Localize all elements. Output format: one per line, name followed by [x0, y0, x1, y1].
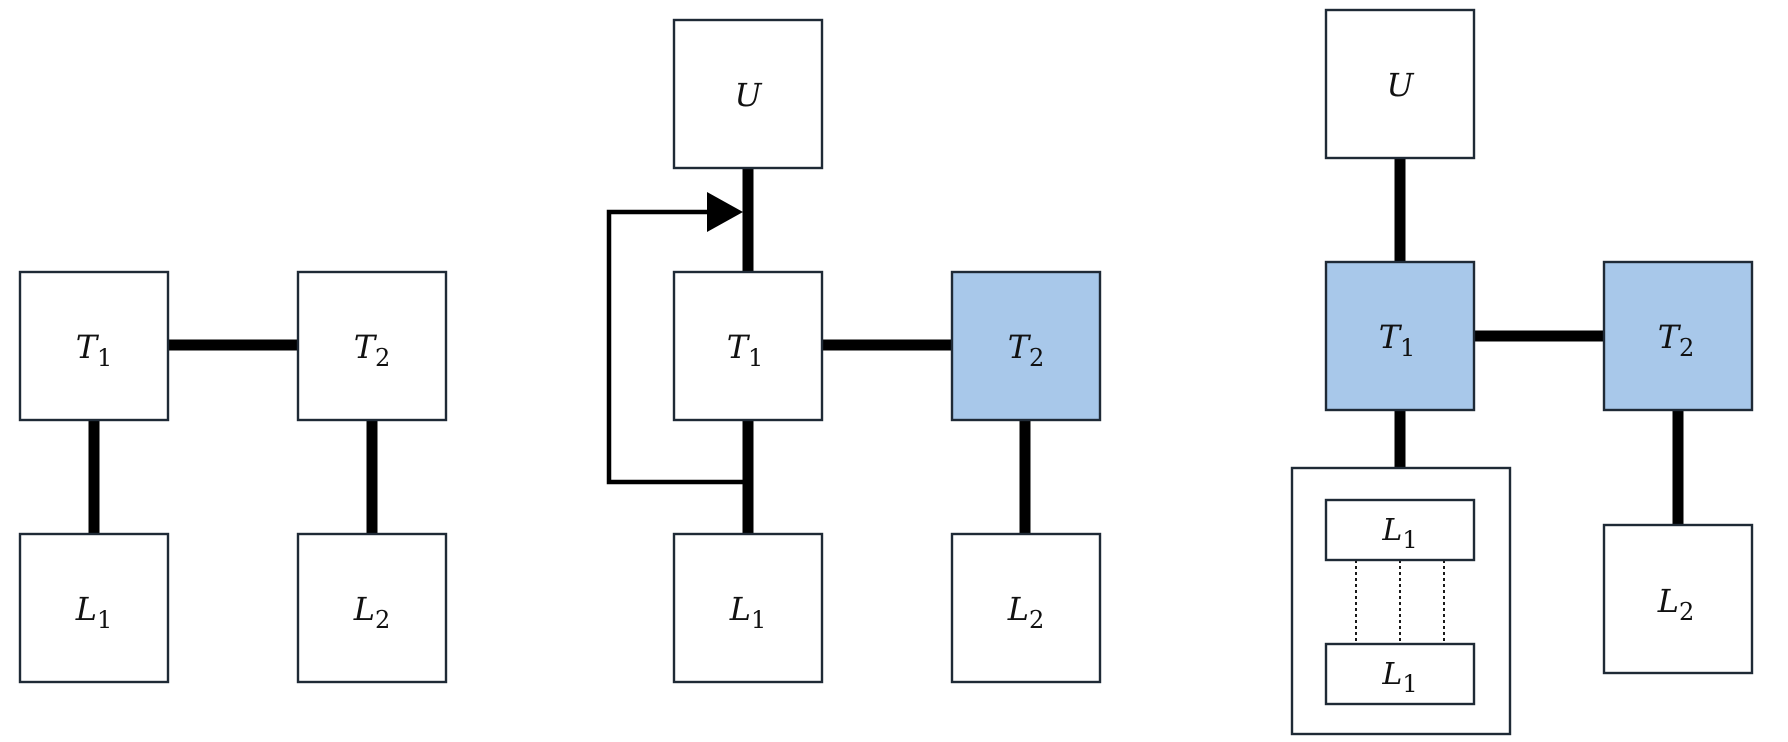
label-l1-bottom: L1	[1381, 657, 1417, 698]
panel-2: U T1 T2 L1 L2	[606, 18, 1102, 684]
node-t2	[296, 270, 448, 422]
label-t1: T1	[727, 328, 764, 372]
label-l2: L2	[353, 590, 391, 634]
panel-3: U T1 T2 L1 L1 L2	[1290, 8, 1754, 736]
node-t1	[672, 270, 824, 422]
node-t2-highlighted	[950, 270, 1102, 422]
label-t2: T2	[1008, 328, 1045, 372]
node-l2	[1602, 523, 1754, 675]
node-t1-highlighted	[1324, 260, 1476, 412]
label-t1: T1	[76, 328, 113, 372]
label-u: U	[1387, 66, 1415, 104]
node-l2	[950, 532, 1102, 684]
node-l1-top	[1324, 498, 1476, 562]
node-u	[672, 18, 824, 170]
arrowhead-icon	[707, 192, 743, 232]
node-l1-bottom	[1324, 642, 1476, 706]
label-u: U	[735, 76, 763, 114]
label-l1: L1	[729, 590, 767, 634]
node-l1	[18, 532, 170, 684]
node-l1	[672, 532, 824, 684]
panel-1: T1 T2 L1 L2	[18, 270, 448, 684]
label-l2: L2	[1657, 582, 1695, 626]
label-l1-top: L1	[1381, 513, 1417, 554]
node-u	[1324, 8, 1476, 160]
label-l1: L1	[75, 590, 113, 634]
label-t2: T2	[354, 328, 391, 372]
node-t2-highlighted	[1602, 260, 1754, 412]
node-t1	[18, 270, 170, 422]
label-t1: T1	[1379, 318, 1416, 362]
feedback-loop-arrow	[606, 209, 743, 485]
label-l2: L2	[1007, 590, 1045, 634]
label-t2: T2	[1658, 318, 1695, 362]
node-l2	[296, 532, 448, 684]
